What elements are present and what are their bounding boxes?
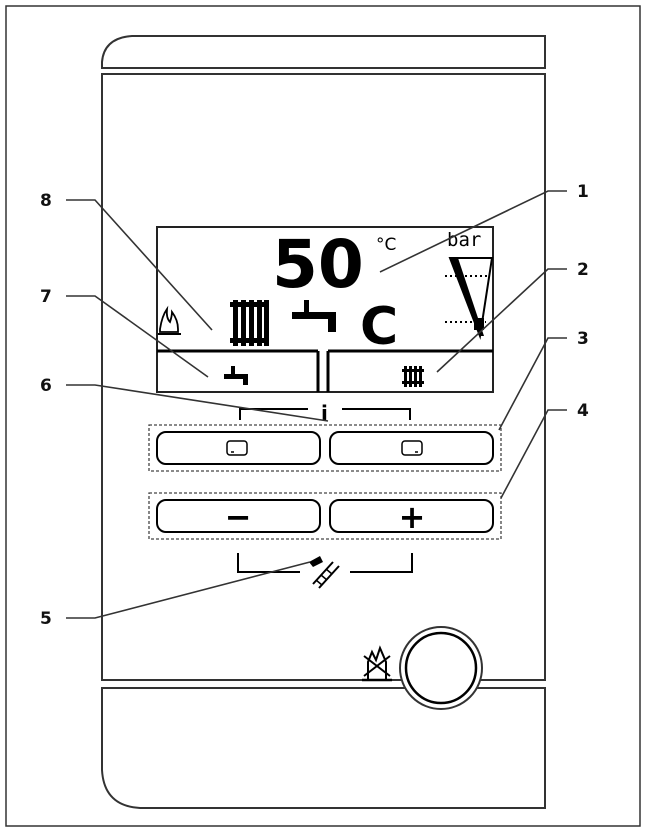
- callout-7: 7: [40, 287, 52, 307]
- plus-label: +: [399, 498, 426, 536]
- soft-key-right-radiator-icon: [402, 366, 424, 387]
- bottom-cover: [101, 687, 546, 809]
- temperature-unit: °C: [376, 235, 396, 255]
- selection-keys-group: [148, 424, 502, 472]
- mode-letter: C: [360, 297, 398, 357]
- info-label: i: [321, 401, 328, 425]
- adjust-keys-group: [148, 492, 502, 540]
- minus-button[interactable]: [156, 499, 321, 533]
- pressure-unit-label: bar: [447, 229, 481, 251]
- right-selection-button[interactable]: [329, 431, 494, 465]
- soft-key-left-tap-icon: [224, 366, 248, 385]
- temperature-value: 50: [272, 226, 364, 303]
- callout-5: 5: [40, 609, 52, 629]
- callout-2: 2: [577, 260, 589, 280]
- minus-label: −: [225, 498, 252, 536]
- chimney-sweep-icon: [309, 556, 340, 589]
- radiator-icon: [230, 300, 269, 346]
- left-selection-key-icon: [226, 440, 248, 456]
- flame-icon: [158, 305, 181, 335]
- tap-icon: [292, 300, 336, 332]
- callout-3: 3: [577, 329, 589, 349]
- top-cover-strip: [101, 35, 546, 69]
- pressure-gauge-icon: [445, 257, 494, 340]
- callout-leaders: [66, 190, 567, 619]
- left-selection-button[interactable]: [156, 431, 321, 465]
- reset-flame-icon: [362, 645, 392, 682]
- callout-8: 8: [40, 191, 52, 211]
- reset-button[interactable]: [404, 631, 478, 705]
- callout-6: 6: [40, 376, 52, 396]
- outer-frame: [5, 5, 641, 827]
- callout-4: 4: [577, 401, 589, 421]
- plus-button[interactable]: [329, 499, 494, 533]
- callout-1: 1: [577, 182, 589, 202]
- right-selection-key-icon: [401, 440, 423, 456]
- panel-body: [101, 73, 546, 681]
- lcd-display: [156, 226, 494, 393]
